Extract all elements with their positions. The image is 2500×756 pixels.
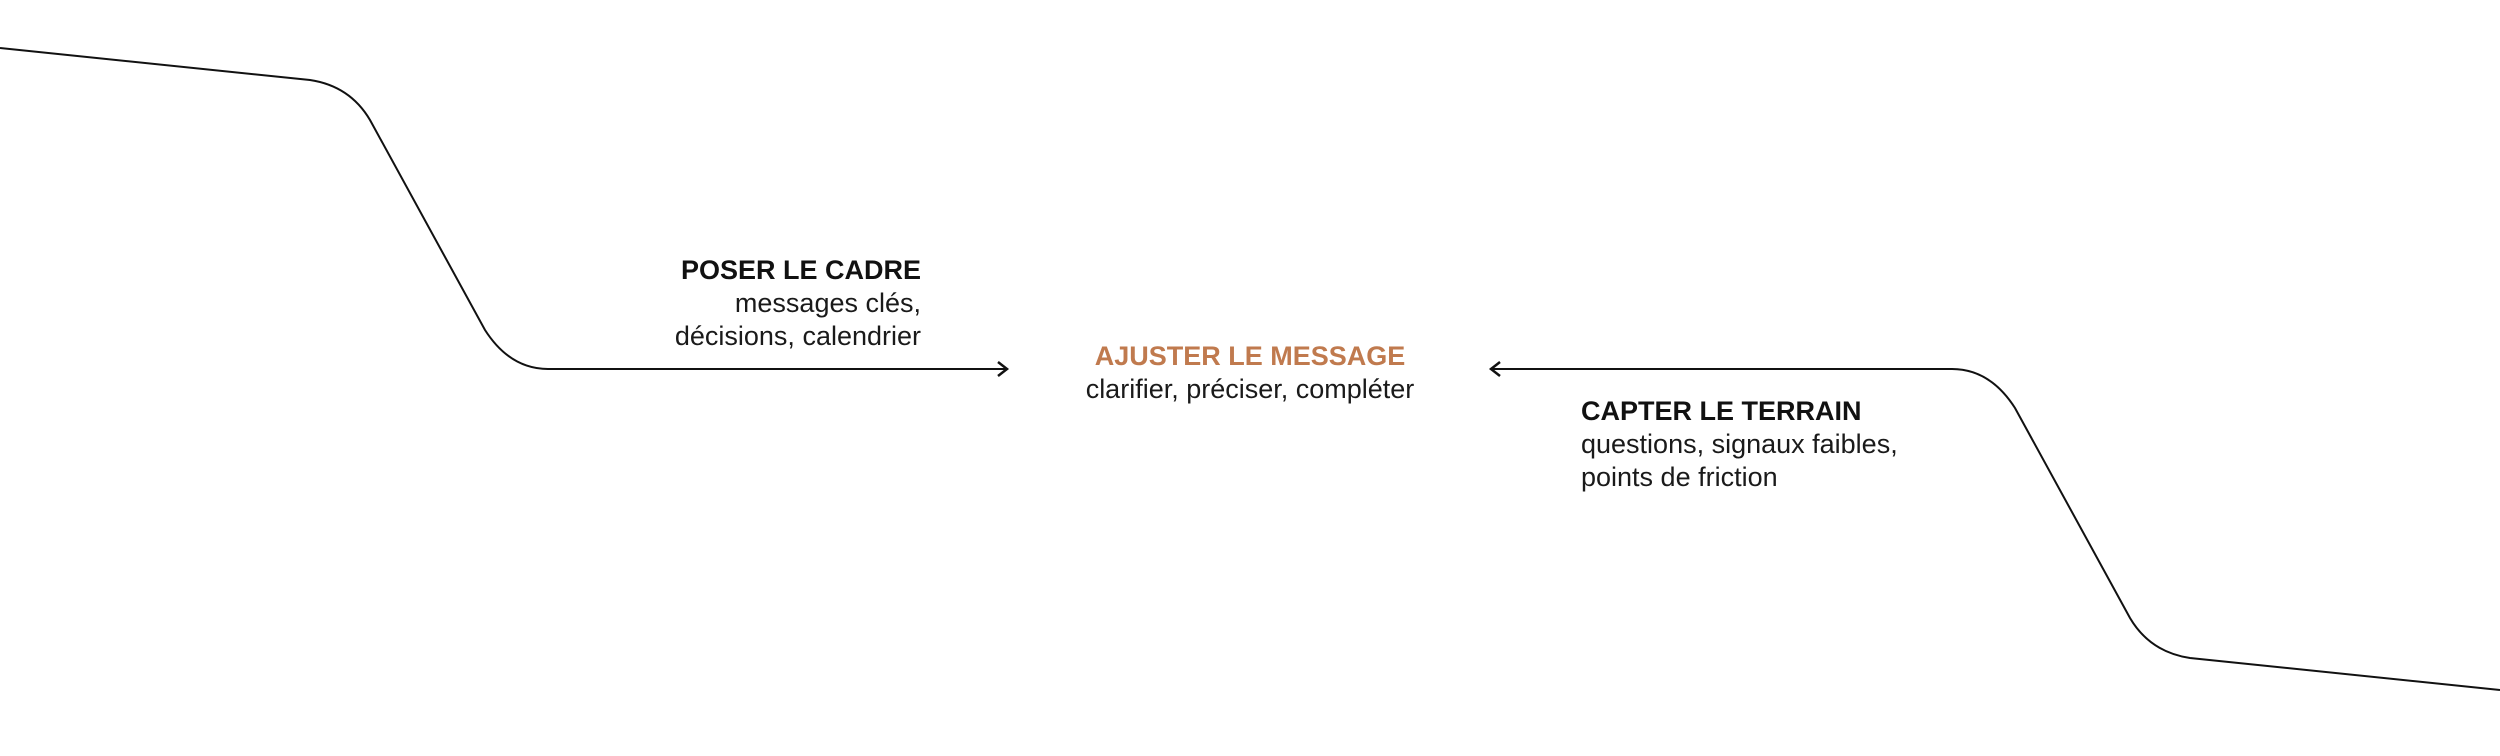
node-poser-le-cadre: POSER LE CADRE messages clés, décisions,… [675,254,921,353]
right-connector-line [1493,368,2500,691]
left-connector-line [0,47,1005,370]
node-description-line: questions, signaux faibles, [1581,429,1898,459]
node-title: CAPTER LE TERRAIN [1581,396,1862,426]
node-description-line: points de friction [1581,462,1778,492]
node-description-line: messages clés, [734,288,921,318]
node-title: POSER LE CADRE [680,255,921,285]
node-description-line: décisions, calendrier [674,321,921,351]
node-title: AJUSTER LE MESSAGE [1094,341,1406,371]
node-ajuster-le-message: AJUSTER LE MESSAGE clarifier, préciser, … [1000,340,1500,406]
right-arrowhead-icon [1488,361,1501,377]
node-capter-le-terrain: CAPTER LE TERRAIN questions, signaux fai… [1581,395,1898,494]
left-arrowhead-icon [997,361,1010,377]
node-description-line: clarifier, préciser, compléter [1085,374,1415,404]
